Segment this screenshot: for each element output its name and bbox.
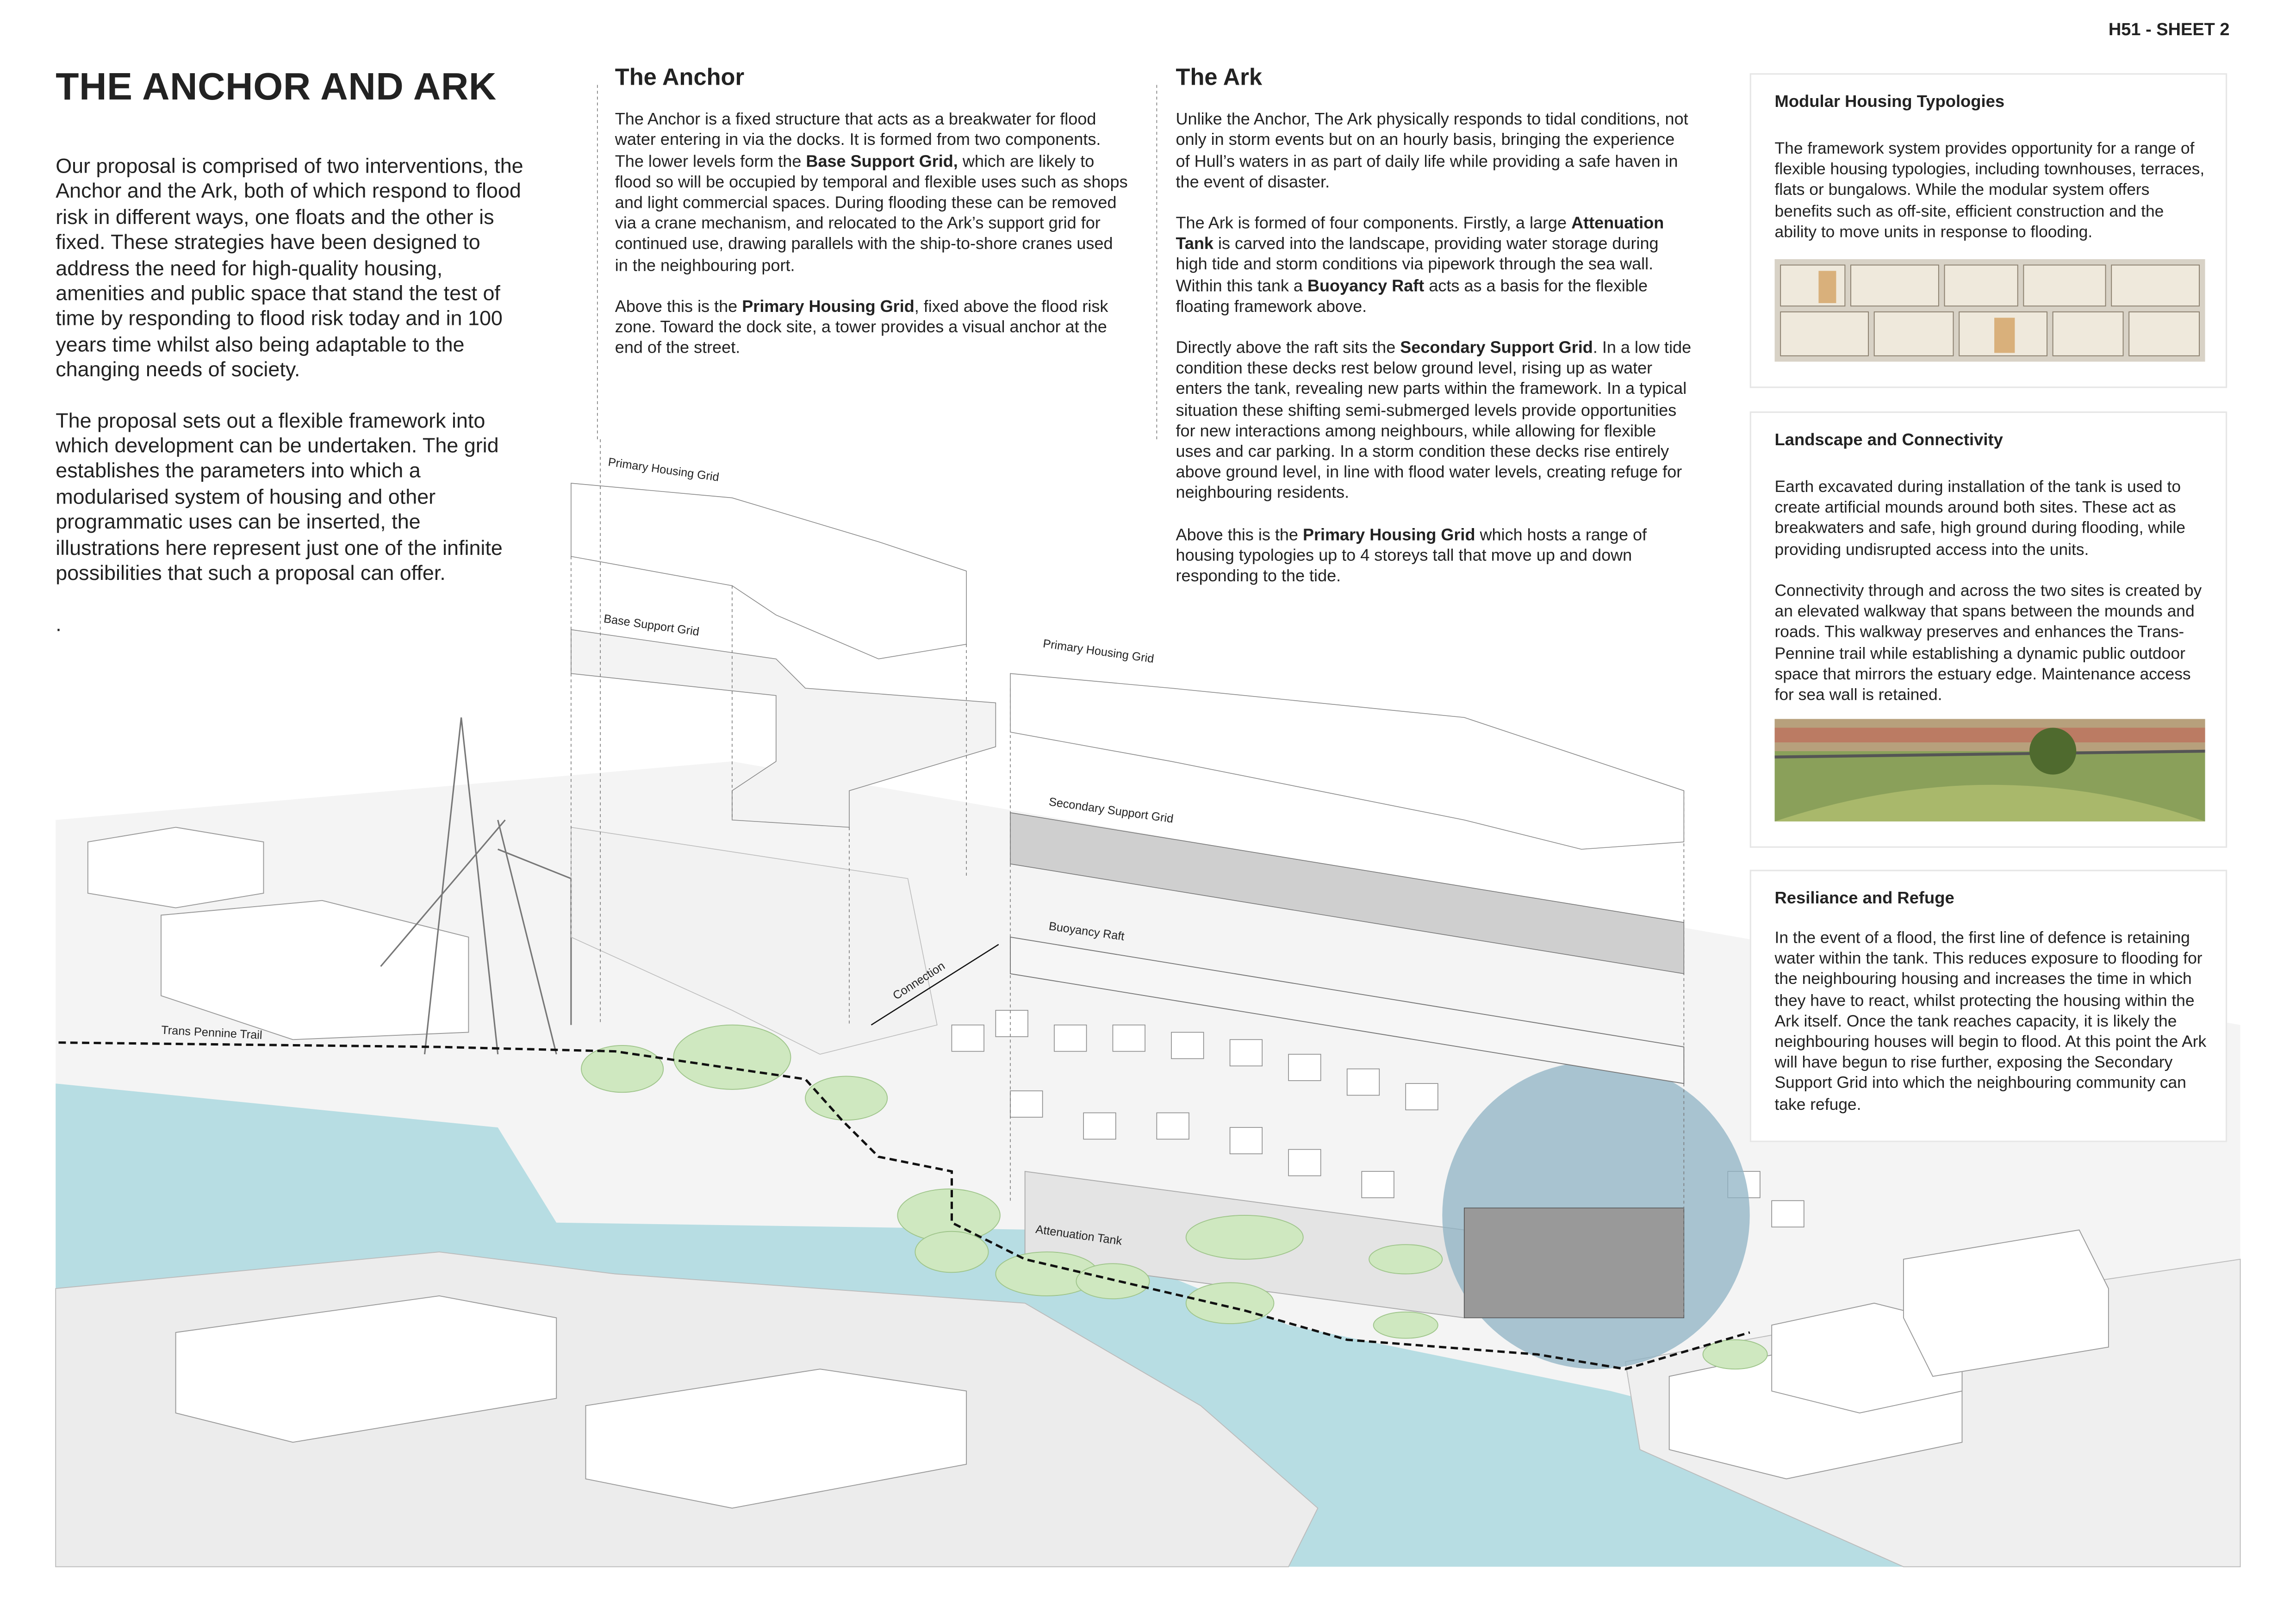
ark-primary-housing-grid [1010, 673, 1685, 850]
intro-text: Our proposal is comprised of two interve… [56, 155, 524, 663]
ark-paragraph: The Ark is formed of four components. Fi… [1176, 214, 1692, 318]
card-text: In the event of a flood, the first line … [1774, 930, 2207, 1114]
bold-term: Base Support Grid, [806, 153, 958, 171]
walkway-route [58, 1041, 1750, 1370]
label-ark-primary-housing-grid: Primary Housing Grid [1042, 637, 1155, 666]
ark-paragraph: Above this is the Primary Housing Grid w… [1176, 525, 1692, 588]
card-text: Earth excavated during installation of t… [1774, 479, 2185, 559]
ark-section: The Ark Unlike the Anchor, The Ark physi… [1176, 66, 1692, 608]
bold-term: Attenuation Tank [1176, 215, 1664, 254]
ark-paragraph: Directly above the raft sits the Seconda… [1176, 338, 1692, 504]
ark-heading: The Ark [1176, 66, 1263, 91]
intro-paragraph: Our proposal is comprised of two interve… [56, 155, 523, 383]
card-text: Connectivity through and across the two … [1774, 583, 2202, 704]
page-title: THE ANCHOR AND ARK [56, 64, 497, 109]
anchor-ghost-volume [571, 827, 938, 1055]
landscape-mounds [581, 1024, 1768, 1370]
anchor-paragraph: Above this is the Primary Housing Grid, … [615, 297, 1131, 360]
bold-term: Primary Housing Grid [742, 298, 915, 316]
warehouses [87, 827, 2109, 1509]
text: The Anchor is a fixed structure that act… [615, 112, 1101, 171]
card-title: Landscape and Connectivity [1774, 432, 2003, 450]
ark-floating-grid [1464, 1207, 1685, 1319]
text: acts as a basis for the flexible floatin… [1176, 277, 1648, 316]
anchor-primary-housing-grid [571, 483, 967, 660]
connection-arrow [871, 944, 999, 1026]
ark-paragraph: Unlike the Anchor, The Ark physically re… [1176, 112, 1688, 192]
intro-paragraph: The proposal sets out a flexible framewo… [56, 409, 503, 586]
card-title: Resiliance and Refuge [1774, 890, 1954, 908]
card-modular-housing: Modular Housing Typologies The framework… [1749, 73, 2228, 388]
ark-buoyancy-raft [1010, 936, 1685, 1084]
label-anchor-primary-housing-grid: Primary Housing Grid [607, 455, 720, 484]
label-base-support-grid: Base Support Grid [603, 612, 700, 639]
card-resilience-refuge: Resiliance and Refuge In the event of a … [1749, 870, 2228, 1142]
text: Directly above the raft sits the [1176, 340, 1400, 358]
anchor-section: The Anchor The Anchor is a fixed structu… [615, 66, 1131, 380]
sheet-number: H51 - SHEET 2 [2108, 19, 2230, 40]
card-landscape-connectivity: Landscape and Connectivity Earth excavat… [1749, 411, 2228, 848]
text: , fixed above the flood risk zone. Towar… [615, 298, 1108, 358]
anchor-heading: The Anchor [615, 66, 745, 91]
card-title: Modular Housing Typologies [1774, 93, 2005, 112]
housing-interior-image [1774, 259, 2205, 362]
walkway-landscape-image [1774, 719, 2205, 821]
text: which hosts a range of housing typologie… [1176, 526, 1647, 586]
text: is carved into the landscape, providing … [1176, 236, 1659, 295]
text: . In a low tide condition these decks re… [1176, 340, 1692, 503]
bold-term: Secondary Support Grid [1400, 340, 1593, 358]
bold-term: Primary Housing Grid [1302, 526, 1475, 544]
intro-paragraph: . [56, 613, 62, 636]
ark-secondary-support-grid [1010, 812, 1685, 974]
text: Above this is the [615, 298, 742, 316]
bold-term: Buoyancy Raft [1307, 277, 1425, 295]
anchor-paragraph: The Anchor is a fixed structure that act… [615, 110, 1131, 276]
card-text: The framework system provides opportunit… [1774, 140, 2205, 242]
text: The Ark is formed of four components. Fi… [1176, 215, 1572, 233]
text: Above this is the [1176, 526, 1303, 544]
text: which are likely to flood so will be occ… [615, 153, 1128, 275]
